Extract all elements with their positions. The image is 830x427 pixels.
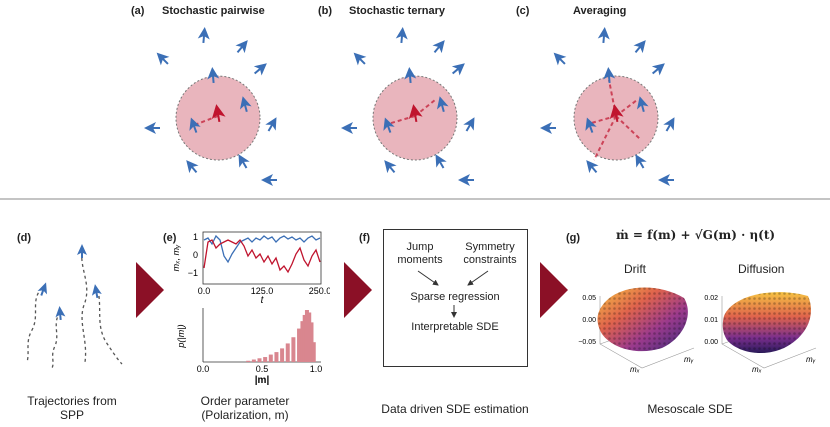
panel-d-caption-1: Trajectories from [27, 394, 117, 408]
histogram-bar [309, 322, 314, 362]
sde-estimation-box [383, 229, 528, 367]
ts-xlabel: t [261, 295, 265, 306]
jump-moments-line1: Jump [406, 241, 434, 253]
diff-ztick: 0.01 [704, 317, 718, 324]
hist-ylabel: p(|m|) [176, 324, 186, 348]
panel-b-letter: (b) [318, 5, 333, 17]
histogram-bar [263, 357, 268, 362]
histogram-bar [268, 354, 273, 362]
diff-ztick: 0.00 [704, 339, 718, 346]
symmetry-line2: constraints [463, 254, 517, 266]
histogram-bar [246, 360, 251, 362]
histogram-bar [291, 337, 296, 362]
ts-ylabel: mₓ, mᵧ [171, 244, 181, 271]
histogram-bars [246, 310, 316, 362]
ts-xtick: 0.0 [198, 286, 211, 296]
sparse-regression-label: Sparse regression [410, 291, 500, 303]
diff-axis-my: mᵧ [806, 355, 816, 364]
panel-c-diagram [540, 26, 680, 186]
series-blue-line [203, 234, 321, 264]
histogram-bar [251, 359, 256, 362]
hist-xtick: 1.0 [310, 364, 323, 374]
panel-a-title: Stochastic pairwise [162, 5, 265, 17]
histogram-bar [280, 348, 285, 362]
drift-axis-mx: mₓ [630, 365, 640, 374]
diff-axis-mx: mₓ [752, 365, 762, 374]
panel-c-title: Averaging [573, 5, 627, 17]
histogram-bar [307, 312, 312, 362]
diff-ztick: 0.02 [704, 295, 718, 302]
ts-ytick: 1 [193, 232, 198, 242]
ts-xtick: 125.0 [251, 286, 274, 296]
histogram-bar [304, 310, 309, 362]
panel-d-letter: (d) [17, 232, 32, 244]
ts-ytick: 0 [193, 250, 198, 260]
series-red-line [203, 238, 321, 274]
hist-xtick: 0.5 [256, 364, 269, 374]
chevron-arrow-icon [344, 262, 372, 318]
histogram-bar [274, 352, 279, 362]
drift-title: Drift [624, 262, 646, 276]
panel-b-diagram [341, 26, 480, 186]
drift-ztick: 0.00 [582, 317, 596, 324]
histogram-bar [257, 358, 262, 362]
panel-f-letter: (f) [359, 232, 370, 244]
diffusion-title: Diffusion [738, 262, 785, 276]
drift-axis-my: mᵧ [684, 355, 694, 364]
interpretable-sde-label: Interpretable SDE [411, 321, 499, 333]
histogram-bar [297, 328, 302, 362]
drift-ztick: 0.05 [582, 295, 596, 302]
interaction-rules-diagram [0, 26, 830, 200]
panel-c-letter: (c) [516, 5, 530, 17]
symmetry-line1: Symmetry [465, 241, 515, 253]
chevron-arrow-icon [136, 262, 164, 318]
hist-xtick: 0.0 [197, 364, 210, 374]
sde-equation: ṁ = f(m) + √G(m) · η(t) [616, 228, 776, 242]
hist-xlabel: |m| [255, 375, 270, 386]
histogram-bar [311, 342, 316, 362]
panel-a-letter: (a) [131, 5, 145, 17]
ts-ytick: −1 [188, 268, 198, 278]
order-parameter-charts: 1 0 −1 0.0 125.0 250.0 t mₓ, mᵧ 0.0 0.5 … [171, 231, 330, 386]
drift-ztick: −0.05 [578, 339, 596, 346]
panel-b-title: Stochastic ternary [349, 5, 445, 17]
panel-e-caption-2: (Polarization, m) [201, 408, 289, 422]
panel-a-diagram [144, 26, 282, 186]
trajectories-diagram [26, 244, 123, 369]
chevron-arrow-icon [540, 262, 568, 318]
panel-g-caption: Mesoscale SDE [647, 402, 733, 416]
panel-f-caption: Data driven SDE estimation [381, 402, 529, 416]
panel-e-caption-1: Order parameter [200, 394, 290, 408]
panel-e-letter: (e) [163, 232, 177, 244]
panel-d-caption-2: SPP [59, 408, 84, 422]
histogram-bar [302, 314, 307, 362]
jump-moments-line2: moments [397, 254, 443, 266]
ts-xtick: 250.0 [309, 286, 330, 296]
panel-g-letter: (g) [566, 232, 581, 244]
histogram-bar [300, 321, 305, 362]
mesoscale-surfaces: 0.05 0.00 −0.05 mₓ mᵧ 0.02 0.01 0.00 mₓ … [578, 287, 817, 374]
histogram-bar [285, 343, 290, 362]
